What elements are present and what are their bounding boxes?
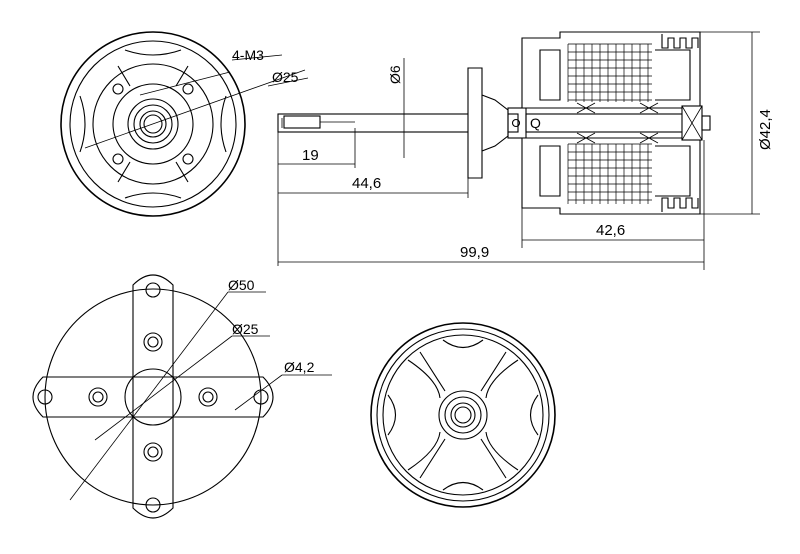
shaft-flat-length-label: 19 bbox=[302, 147, 319, 164]
outer-diameter-label: Ø50 bbox=[228, 277, 255, 293]
thread-leader bbox=[139, 71, 231, 96]
hole-diameter-label: Ø4,2 bbox=[284, 359, 315, 375]
shaft-to-mount-label: 44,6 bbox=[352, 175, 381, 192]
side-view: Q Ø6 19 44,6 42,6 99,9 Ø42,4 bbox=[277, 31, 774, 270]
overall-length-label: 99,9 bbox=[460, 244, 489, 261]
front-view: 4-M3 Ø25 bbox=[60, 31, 309, 217]
bolt-circle-label: Ø25 bbox=[272, 69, 299, 85]
thread-note-label: 4-M3 bbox=[232, 47, 264, 63]
mount-view: Ø50 Ø25 Ø4,2 bbox=[32, 274, 332, 519]
clip-symbol: Q bbox=[530, 115, 541, 131]
body-length-label: 42,6 bbox=[596, 222, 625, 239]
shaft-diameter-label: Ø6 bbox=[387, 65, 403, 84]
rear-view bbox=[370, 322, 556, 508]
hole-circle-label: Ø25 bbox=[232, 321, 259, 337]
body-diameter-label: Ø42,4 bbox=[757, 109, 774, 150]
bolt-circle-leader bbox=[84, 69, 306, 149]
